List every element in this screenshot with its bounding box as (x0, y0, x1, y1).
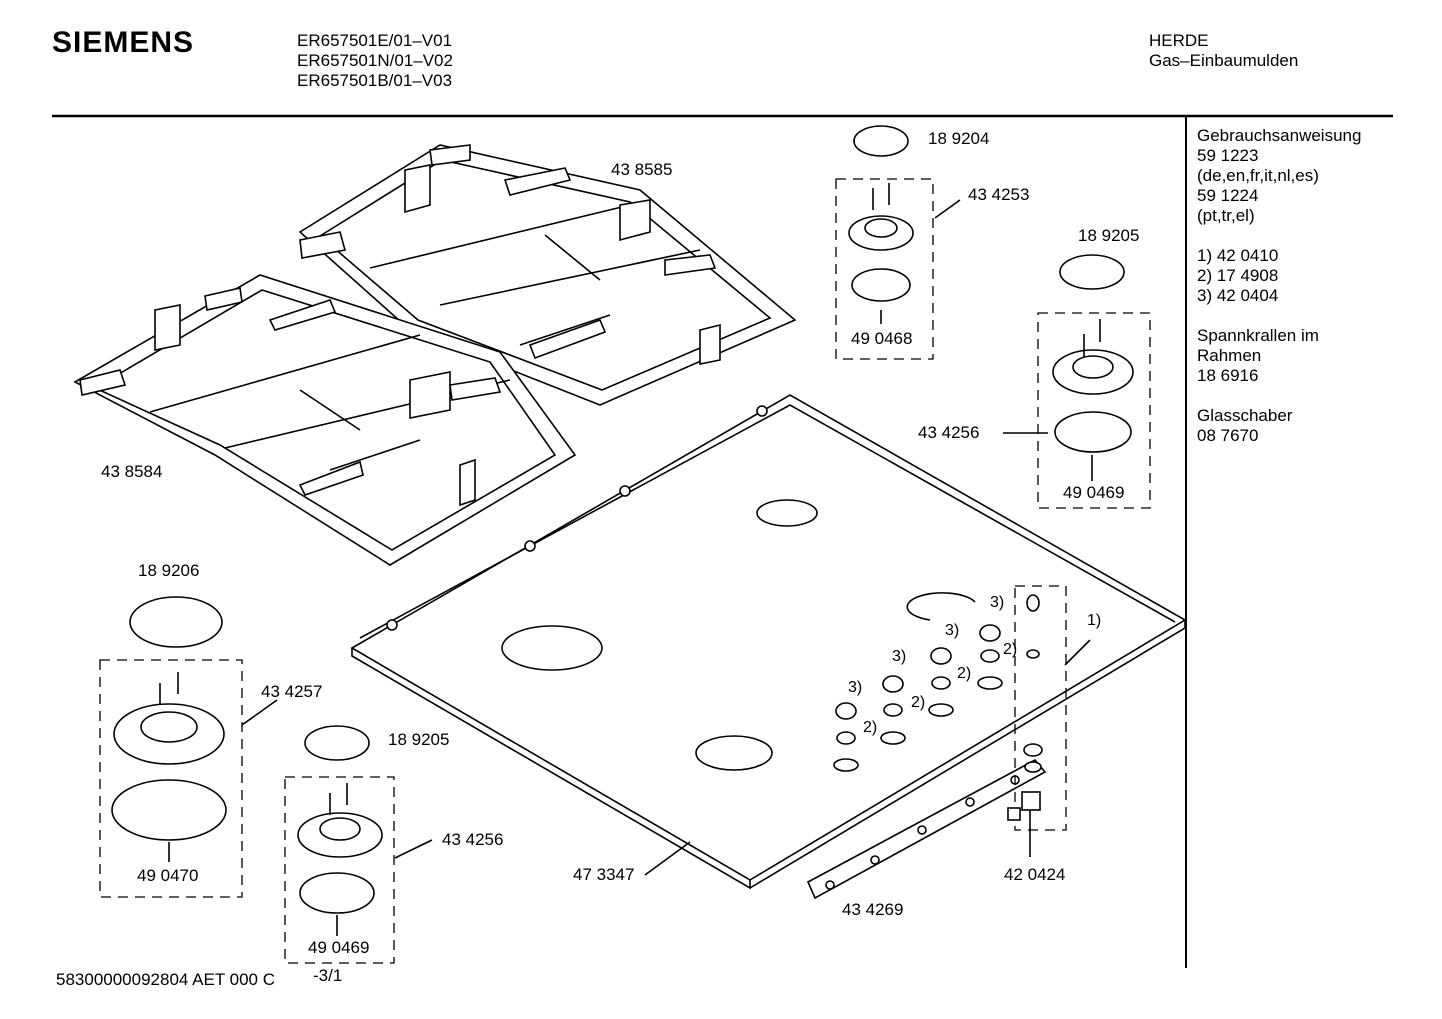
doc-number: 58300000092804 AET 000 C (56, 970, 275, 989)
page-number: -3/1 (313, 966, 343, 985)
cutout-small (756, 499, 818, 527)
sidebar-line: 1) 42 0410 (1197, 246, 1279, 265)
sidebar-line: Rahmen (1197, 346, 1262, 365)
igniter-group-box (1014, 585, 1067, 831)
category-line: Gas–Einbaumulden (1149, 51, 1299, 70)
cap-small-group (284, 725, 395, 964)
sidebar-line: (pt,tr,el) (1197, 206, 1255, 225)
igniter-parts (1007, 594, 1043, 821)
category-line: HERDE (1149, 31, 1209, 50)
callout-2: 2) (863, 719, 877, 736)
label-cap-small: 18 9205 (388, 730, 449, 749)
callout-3: 3) (945, 622, 959, 639)
cap-large-group (99, 596, 243, 898)
label-cap-right: 18 9205 (1078, 226, 1139, 245)
sidebar-line: 59 1224 (1197, 186, 1259, 205)
control-strip-part (806, 758, 1047, 900)
label-burner-right: 43 4256 (918, 423, 979, 442)
sidebar-line: 18 6916 (1197, 366, 1259, 385)
model-list: ER657501E/01–V01 ER657501N/01–V02 ER6575… (297, 31, 453, 91)
sidebar-line: Spannkrallen im (1197, 326, 1319, 345)
model-number: ER657501B/01–V03 (297, 71, 453, 90)
label-control-strip: 43 4269 (842, 900, 903, 919)
pan-support-right (298, 144, 797, 406)
sidebar-notes: Gebrauchsanweisung 59 1223 (de,en,fr,it,… (1197, 126, 1361, 446)
sidebar-line: 59 1223 (1197, 146, 1259, 165)
callout-2: 2) (911, 694, 925, 711)
label-igniter: 42 0424 (1004, 865, 1065, 884)
pan-support-left (73, 274, 577, 566)
control-knobs (833, 624, 1040, 772)
callout-2: 2) (1003, 641, 1017, 658)
label-ring-small: 49 0469 (308, 938, 369, 957)
label-ring-top: 49 0468 (851, 329, 912, 348)
label-burner-large: 43 4257 (261, 682, 322, 701)
cutout-large (501, 625, 603, 671)
callout-2: 2) (957, 665, 971, 682)
sidebar-line: Glasschaber (1197, 406, 1293, 425)
callout-1: 1) (1087, 612, 1101, 629)
callout-3: 3) (990, 594, 1004, 611)
product-category: HERDE Gas–Einbaumulden (1149, 31, 1298, 71)
sidebar-line: (de,en,fr,it,nl,es) (1197, 166, 1319, 185)
model-number: ER657501E/01–V01 (297, 31, 453, 50)
brand-logo: SIEMENS (52, 26, 195, 59)
model-number: ER657501N/01–V02 (297, 51, 453, 70)
label-burner-top: 43 4253 (968, 185, 1029, 204)
cap-right-group (1037, 254, 1151, 509)
sidebar-line: Gebrauchsanweisung (1197, 126, 1362, 145)
label-cap-large: 18 9206 (138, 561, 199, 580)
label-ring-large: 49 0470 (137, 866, 198, 885)
sidebar-line: 3) 42 0404 (1197, 286, 1279, 305)
hob-glass-plate (350, 394, 1187, 890)
cutout-medium (695, 735, 773, 771)
label-cap-top: 18 9204 (928, 129, 989, 148)
cap-top-group (835, 125, 934, 360)
label-hob-glass: 47 3347 (573, 865, 634, 884)
callout-3: 3) (848, 679, 862, 696)
callout-3: 3) (892, 648, 906, 665)
label-grate-right: 43 8585 (611, 160, 672, 179)
label-burner-small: 43 4256 (442, 830, 503, 849)
sidebar-line: 08 7670 (1197, 426, 1259, 445)
label-ring-right: 49 0469 (1063, 483, 1124, 502)
label-grate-left: 43 8584 (101, 462, 162, 481)
sidebar-line: 2) 17 4908 (1197, 266, 1279, 285)
